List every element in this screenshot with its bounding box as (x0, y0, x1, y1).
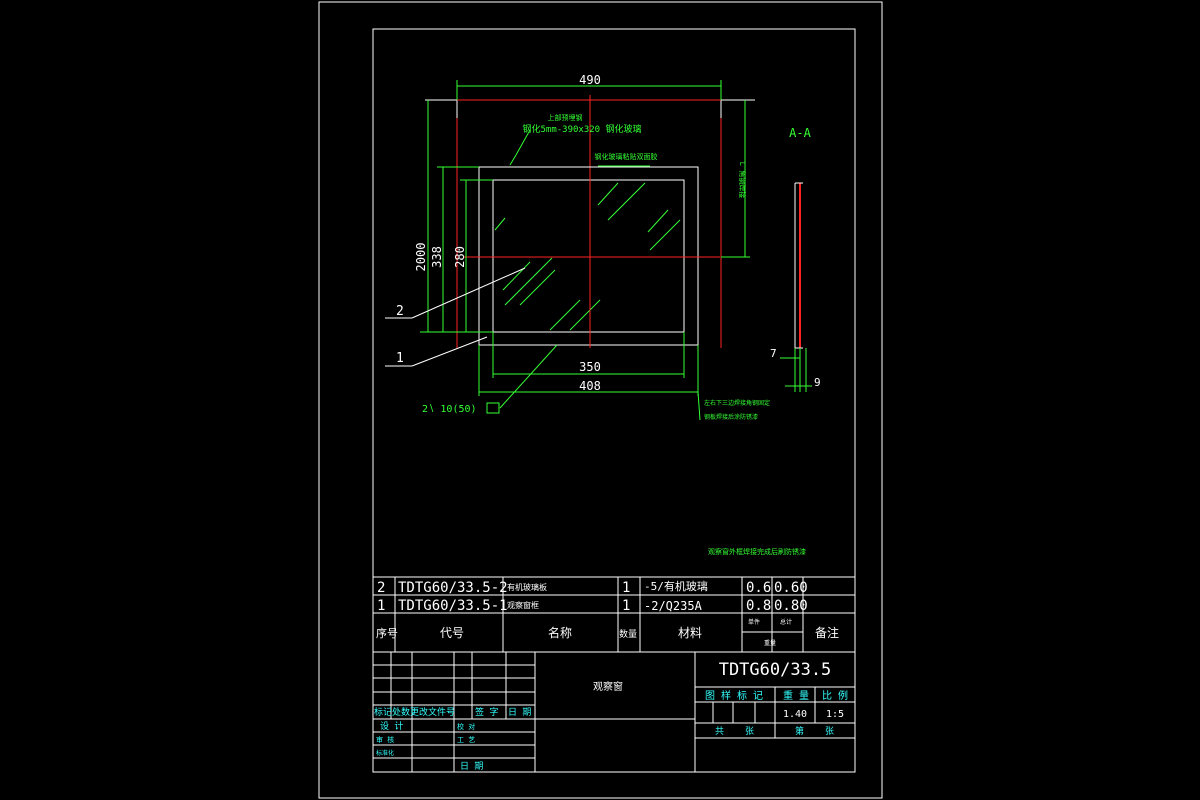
note-general: 观察窗外框焊接完成后刷防锈漆 (708, 547, 806, 556)
dim-408: 408 (579, 379, 601, 393)
svg-text:1: 1 (622, 598, 630, 614)
svg-text:校 对: 校 对 (457, 722, 475, 731)
svg-text:张: 张 (825, 726, 834, 737)
svg-text:备注: 备注 (815, 625, 839, 640)
svg-text:标记处数更改文件号: 标记处数更改文件号 (374, 706, 455, 718)
drawing-border (372, 28, 856, 773)
svg-text:签 字: 签 字 (475, 706, 498, 718)
note-top: 上部预埋钢 (548, 113, 583, 122)
glass-hatch (494, 182, 681, 331)
svg-text:重量: 重量 (764, 639, 776, 647)
svg-text:0.80: 0.80 (774, 598, 808, 614)
note-right-vertical: L 角钢焊接 (738, 162, 747, 198)
callout-leaders (385, 267, 526, 367)
section-label: A-A (789, 126, 811, 140)
sheet-border (318, 1, 883, 799)
svg-text:重 量: 重 量 (783, 689, 809, 702)
svg-text:日 期: 日 期 (508, 707, 531, 718)
note-bottom-right-1: 左右下三边焊接角钢固定 (704, 399, 770, 407)
drawing-number: TDTG60/33.5 (719, 660, 832, 680)
svg-text:0.60: 0.60 (774, 580, 808, 596)
callout-1: 1 (396, 351, 404, 366)
svg-text:张: 张 (745, 726, 754, 737)
svg-text:比 例: 比 例 (822, 689, 848, 702)
outer-frame (478, 166, 699, 346)
title-block-text: TDTG60/33.5 观察窗 标记处数更改文件号 签 字 日 期 设 计 校 … (374, 660, 848, 772)
section-dim-7: 7 (770, 347, 777, 360)
svg-text:TDTG60/33.5-1: TDTG60/33.5-1 (398, 598, 508, 614)
weld-symbol: 2∖ 10(50) (422, 404, 477, 415)
svg-text:TDTG60/33.5-2: TDTG60/33.5-2 (398, 580, 508, 596)
bom-row-2: 2 TDTG60/33.5-2 有机玻璃板 1 -5/有机玻璃 0.6 0.60 (377, 579, 808, 596)
dim-350: 350 (579, 360, 601, 374)
dim-2000: 2000 (414, 243, 428, 272)
svg-text:-5/有机玻璃: -5/有机玻璃 (644, 579, 708, 593)
svg-text:观察窗框: 观察窗框 (507, 600, 539, 610)
note-glass: 钢化玻璃粘贴双面胶 (595, 152, 658, 161)
top-embed (425, 99, 458, 118)
svg-text:日 期: 日 期 (460, 761, 483, 772)
svg-text:材料: 材料 (678, 626, 702, 640)
dim-490: 490 (579, 73, 601, 87)
svg-text:1.40: 1.40 (783, 709, 807, 720)
svg-text:1: 1 (377, 598, 385, 614)
svg-text:审 核: 审 核 (376, 735, 394, 744)
svg-text:标准化: 标准化 (376, 749, 394, 757)
weld-box (486, 402, 500, 414)
svg-text:共: 共 (715, 726, 724, 737)
svg-text:序号: 序号 (376, 626, 398, 640)
svg-text:-2/Q235A: -2/Q235A (644, 599, 703, 613)
svg-text:设 计: 设 计 (380, 720, 403, 732)
dim-338: 338 (430, 246, 444, 268)
glass-panel (492, 179, 685, 333)
svg-text:有机玻璃板: 有机玻璃板 (507, 582, 547, 592)
svg-text:第: 第 (795, 725, 804, 737)
dimensions (420, 80, 750, 421)
section-view: A-A 7 9 (770, 126, 821, 392)
bom-table (373, 576, 855, 653)
svg-text:工 艺: 工 艺 (457, 736, 475, 744)
svg-text:图 样 标 记: 图 样 标 记 (705, 689, 763, 702)
title-block-grid (373, 652, 855, 772)
front-view (425, 95, 755, 348)
svg-text:代号: 代号 (440, 626, 464, 640)
svg-text:2: 2 (377, 580, 385, 596)
callout-2: 2 (396, 304, 404, 319)
svg-text:总计: 总计 (780, 618, 792, 626)
svg-text:0.6: 0.6 (746, 580, 771, 596)
note-size: 钢化5mm-390x320 钢化玻璃 (522, 123, 641, 135)
bom-row-1: 1 TDTG60/33.5-1 观察窗框 1 -2/Q235A 0.8 0.80 (377, 598, 808, 614)
svg-text:单件: 单件 (748, 618, 760, 626)
dim-280: 280 (453, 246, 467, 268)
section-dim-9: 9 (814, 376, 821, 389)
drawing-name: 观察窗 (593, 680, 623, 693)
svg-text:数量: 数量 (619, 628, 637, 640)
note-bottom-right-2: 钢板焊接后涂防锈漆 (704, 413, 758, 421)
svg-text:1:5: 1:5 (826, 709, 844, 720)
bom-header: 序号 代号 名称 数量 材料 单件 总计 重量 备注 (376, 618, 839, 647)
svg-text:名称: 名称 (548, 625, 572, 640)
svg-text:0.8: 0.8 (746, 598, 771, 614)
svg-text:1: 1 (622, 580, 630, 596)
